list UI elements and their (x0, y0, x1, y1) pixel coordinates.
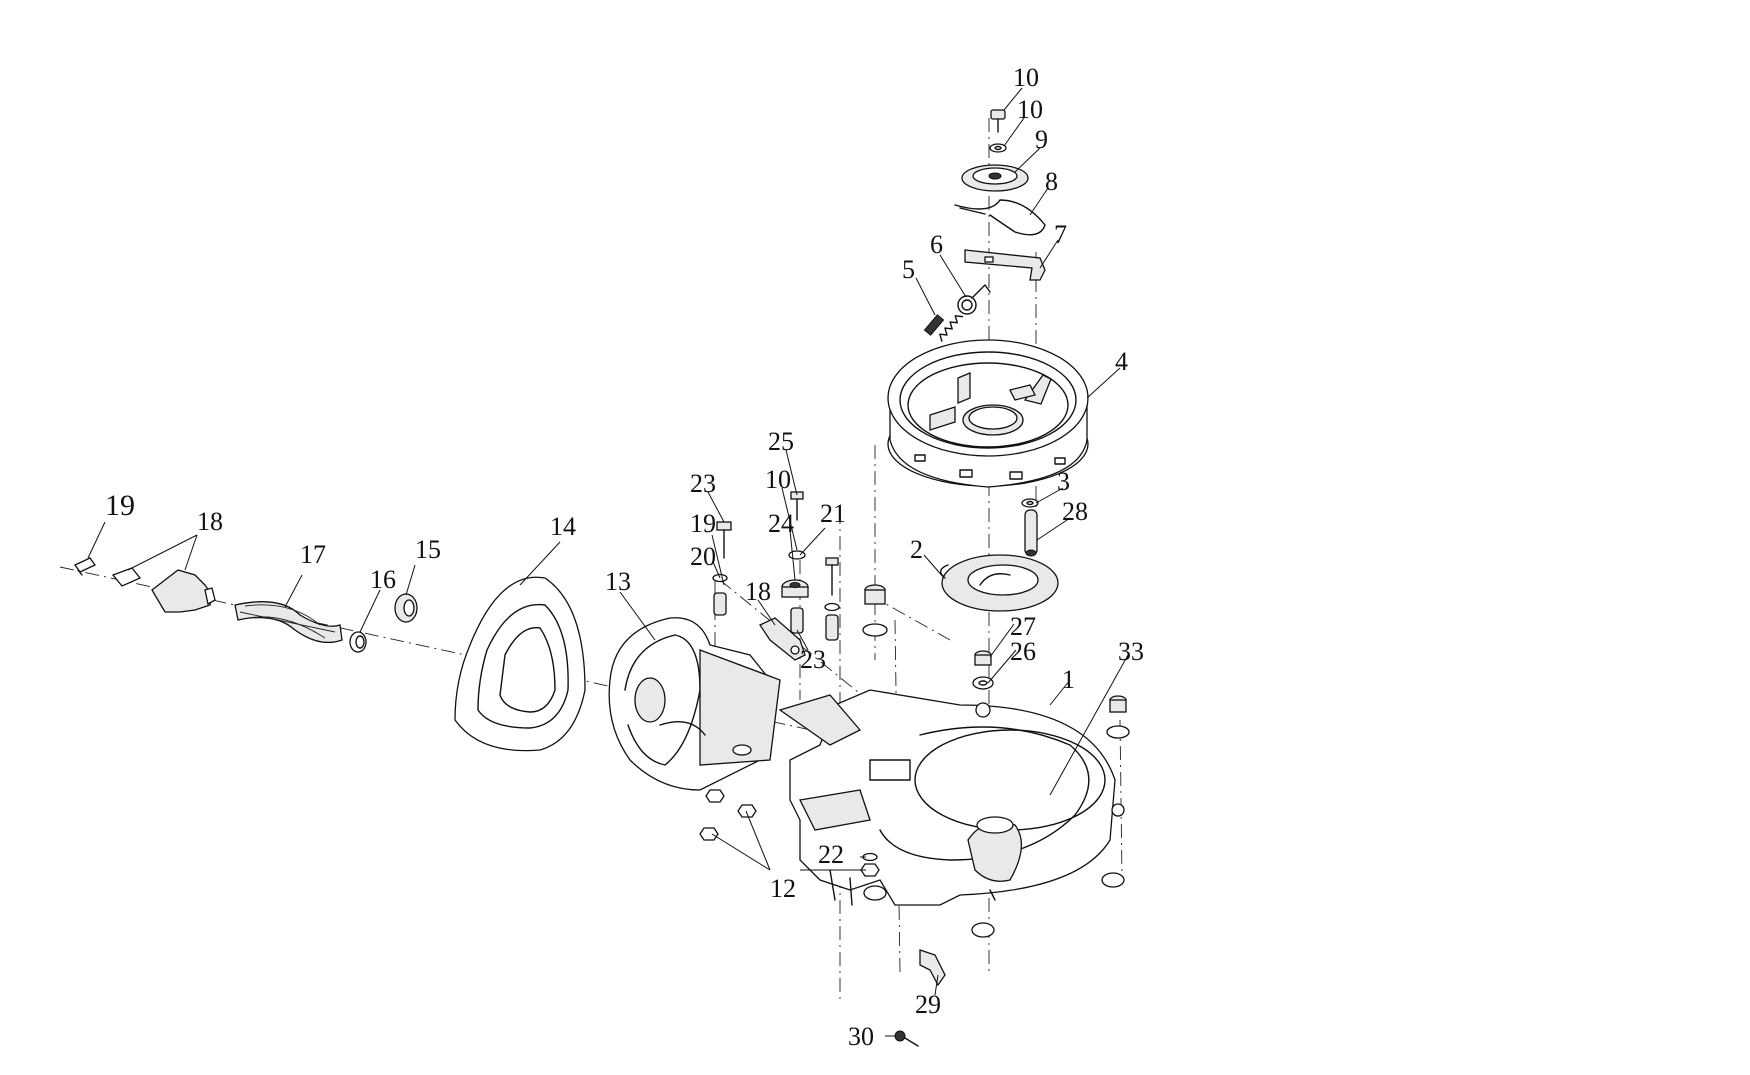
part-1-fan-housing (778, 689, 1125, 906)
part-7-pawl-arm (964, 249, 1046, 281)
part-19-starter-handle (151, 569, 216, 613)
part-14-filter-element (454, 576, 586, 752)
callout-7: 7 (1054, 220, 1067, 249)
part-23-washer-upper (824, 602, 840, 612)
callout-23-upper: 21 (820, 499, 846, 528)
callout-18: 17 (300, 540, 326, 569)
callout-33: 33 (1118, 637, 1144, 666)
callout-20: 19 (690, 509, 716, 538)
callout-27: 25 (768, 427, 794, 456)
callout-3: 3 (1057, 467, 1070, 496)
rubber-foot-left (863, 885, 887, 901)
part-27-screw (790, 491, 804, 521)
callout-29: 27 (1010, 612, 1036, 641)
part-29-bushing (974, 650, 992, 666)
part-9-retainer-plate (961, 164, 1029, 192)
part-23-bolt (825, 557, 839, 596)
part-31-latch (919, 949, 946, 987)
part-18-hose (234, 601, 343, 644)
part-25-sleeve (790, 607, 804, 634)
callout-14: 14 (550, 512, 576, 541)
part-28-washer (972, 676, 994, 690)
part-32-screw (894, 1030, 919, 1047)
callout-4: 4 (1115, 347, 1128, 376)
part-30-pin (1024, 509, 1038, 557)
rubber-foot-right (1101, 872, 1125, 888)
part-4-pulley-drum (887, 339, 1089, 488)
callout-25: 23 (800, 645, 826, 674)
part-26-grommet (781, 579, 809, 598)
bushing-lower (862, 623, 888, 637)
callout-19: 18 (197, 507, 223, 536)
part-20-spacer (713, 592, 727, 616)
callout-30: 28 (1062, 497, 1088, 526)
part-24-bolt (716, 521, 732, 559)
part-3-washer (1021, 498, 1039, 508)
callout-32: 30 (848, 1022, 874, 1051)
part-2-recoil-spring (940, 554, 1059, 612)
callout-9: 9 (1035, 125, 1048, 154)
callout-1: 1 (1062, 665, 1075, 694)
callout-11: 10 (1013, 63, 1039, 92)
part-17-ring (349, 631, 367, 653)
part-8-wire-spring (954, 199, 1046, 236)
part-5-coil-spring (923, 314, 964, 342)
callout-10-top: 10 (1017, 95, 1043, 124)
callout-21: 19 (105, 489, 135, 522)
part-12-nut-a (699, 827, 719, 841)
callout-8: 8 (1045, 167, 1058, 196)
callout-2: 2 (910, 535, 923, 564)
rubber-foot-center (971, 922, 995, 938)
part-12-nut-c (705, 789, 725, 803)
callout-15: 18 (745, 577, 771, 606)
part-19-grip (111, 567, 142, 587)
part-15-clamp (759, 617, 806, 661)
callout-22: 20 (690, 542, 716, 571)
callout-17: 16 (370, 565, 396, 594)
part-10-washer (989, 143, 1007, 153)
callout-24: 23 (690, 469, 716, 498)
callout-10-mid: 10 (765, 465, 791, 494)
part-11-bolt (990, 109, 1006, 133)
part-12-nut-b (737, 804, 757, 818)
bushing-upper (864, 584, 886, 605)
part-33-grommet (1106, 695, 1130, 739)
callout-26: 24 (768, 509, 794, 538)
callout-28: 26 (1010, 637, 1036, 666)
callout-12: 12 (770, 874, 796, 903)
callout-labels: 10 10 9 8 7 6 5 4 3 28 2 27 26 1 33 25 2… (105, 63, 1144, 1051)
callout-31: 29 (915, 990, 941, 1019)
callout-16: 15 (415, 535, 441, 564)
callout-5: 5 (902, 255, 915, 284)
leader-lines (87, 87, 1129, 1037)
callout-23-lower: 22 (818, 840, 844, 869)
callout-6: 6 (930, 230, 943, 259)
part-16-grommet (394, 593, 418, 623)
part-13-air-box (608, 617, 781, 791)
callout-13: 13 (605, 567, 631, 596)
part-23-sleeve (825, 614, 839, 641)
part-21-clip (74, 557, 96, 576)
part-6-torsion-spring (957, 284, 991, 315)
